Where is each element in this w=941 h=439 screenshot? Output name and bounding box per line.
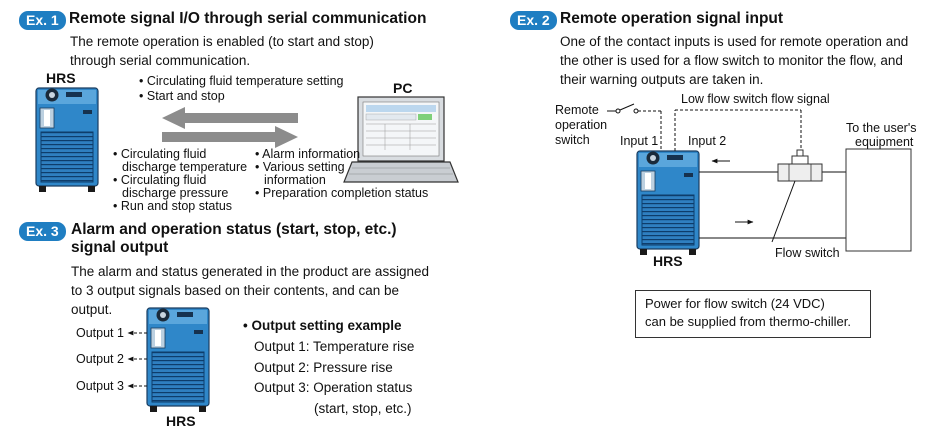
chiller-unit-ex2: [636, 150, 700, 256]
ex2-title: Remote operation signal input: [560, 10, 784, 27]
ex3-description-line1: The alarm and status generated in the pr…: [71, 264, 429, 279]
users-equipment-box: [845, 148, 912, 252]
from-unit-right-2b: information: [264, 173, 326, 187]
remote-switch-circuit: [607, 103, 802, 154]
ex3-description-line3: output.: [71, 302, 113, 317]
ex2-description-line3: their warning outputs are taken in.: [560, 72, 764, 87]
ex2-description-line2: the other is used for a flow switch to m…: [560, 53, 903, 68]
ex1-title: Remote signal I/O through serial communi…: [69, 10, 427, 27]
users-equipment-label-2: equipment: [855, 135, 914, 149]
users-equipment-label-1: To the user's: [846, 121, 917, 135]
output-3-label: Output 3: [76, 379, 124, 393]
from-unit-right-3: • Preparation completion status: [255, 186, 429, 200]
low-flow-signal-label: Low flow switch flow signal: [681, 92, 830, 106]
ex3-unit-label: HRS: [166, 413, 196, 429]
from-unit-right-2: • Various setting: [255, 160, 345, 174]
example-line-2: Output 2: Pressure rise: [254, 360, 393, 375]
flow-switch-power-note: Power for flow switch (24 VDC) can be su…: [635, 290, 871, 338]
from-unit-right-1: • Alarm information: [255, 147, 361, 161]
note-line-1: Power for flow switch (24 VDC): [645, 296, 825, 311]
arrow-to-unit: [162, 107, 298, 129]
from-unit-left-2: • Circulating fluid: [113, 173, 207, 187]
remote-switch-label-2: operation: [555, 118, 608, 132]
note-line-2: can be supplied from thermo-chiller.: [645, 314, 851, 329]
output-setting-example-title: • Output setting example: [243, 318, 402, 333]
ex1-unit-label: HRS: [46, 70, 76, 86]
from-unit-left-2b: discharge pressure: [122, 186, 229, 200]
ex2-unit-label: HRS: [653, 253, 683, 269]
example-line-1: Output 1: Temperature rise: [254, 339, 415, 354]
ex3-badge: Ex. 3: [19, 222, 66, 241]
from-unit-left-1: • Circulating fluid: [113, 147, 207, 161]
example-line-3: Output 3: Operation status: [254, 380, 413, 395]
to-unit-item-2: • Start and stop: [139, 89, 225, 103]
ex2-description-line1: One of the contact inputs is used for re…: [560, 34, 909, 49]
chiller-unit-ex3: [146, 307, 210, 413]
ex1-description-line2: through serial communication.: [70, 53, 251, 68]
from-unit-left-3: • Run and stop status: [113, 199, 233, 213]
chiller-unit-ex1: [35, 87, 99, 193]
ex3-title-line2: signal output: [71, 239, 169, 256]
input-1-label: Input 1: [620, 134, 659, 148]
piping: [699, 158, 846, 239]
output-dashed-lines: [127, 330, 147, 389]
flow-switch-icon: [771, 149, 823, 243]
pc-laptop-icon: [343, 96, 459, 183]
ex3-description-line2: to 3 output signals based on their conte…: [71, 283, 399, 298]
remote-switch-label-3: switch: [555, 133, 590, 147]
ex1-badge: Ex. 1: [19, 11, 66, 30]
example-line-4: (start, stop, etc.): [314, 401, 412, 416]
pc-label: PC: [393, 80, 413, 96]
ex1-description-line1: The remote operation is enabled (to star…: [70, 34, 374, 49]
to-unit-item-1: • Circulating fluid temperature setting: [139, 74, 344, 88]
from-unit-left-1b: discharge temperature: [122, 160, 248, 174]
ex2-badge: Ex. 2: [510, 11, 557, 30]
flow-switch-label: Flow switch: [775, 246, 840, 260]
output-2-label: Output 2: [76, 352, 124, 366]
output-1-label: Output 1: [76, 326, 124, 340]
arrow-to-pc: [162, 126, 298, 148]
ex3-title-line1: Alarm and operation status (start, stop,…: [71, 221, 397, 238]
remote-switch-label-1: Remote: [555, 103, 599, 117]
input-2-label: Input 2: [688, 134, 727, 148]
